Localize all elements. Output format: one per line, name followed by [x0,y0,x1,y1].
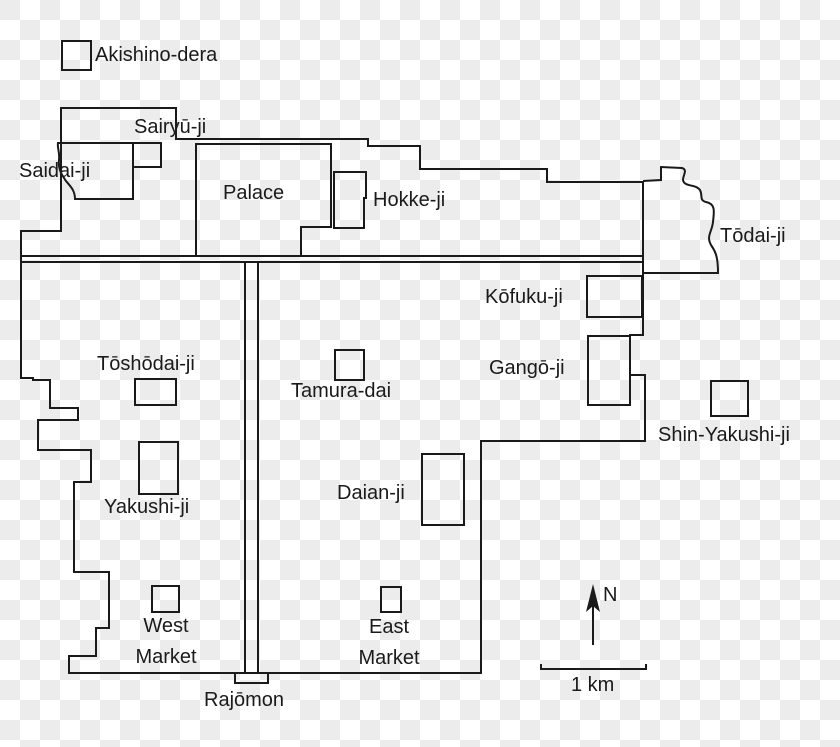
west-market-label-line1: West [143,615,189,637]
gango-ji-site [587,335,631,406]
east-market-site [380,586,402,613]
daian-ji-site [421,453,465,526]
kofuku-ji-site [586,275,643,318]
gango-ji-label: Gangō-ji [489,357,565,379]
east-market-label-line2: Market [358,647,420,669]
shin-yakushi-ji-label: Shin-Yakushi-ji [658,424,790,446]
tamura-dai-label: Tamura-dai [291,380,392,402]
hokke-ji-site [333,171,367,229]
tamura-dai-site [334,349,365,381]
shin-yakushi-ji-site [710,380,749,417]
north-arrow-icon [586,584,600,645]
kofuku-ji-label: Kōfuku-ji [485,286,563,308]
palace-outline [195,143,332,256]
todai-ji-label: Tōdai-ji [720,225,786,247]
sairyu-ji-site [132,142,162,168]
akishino-dera-site [61,40,92,71]
compass-label: N [603,584,618,606]
rajomon-gate [234,672,269,684]
akishino-dera-label: Akishino-dera [95,44,218,66]
hokke-ji-label: Hokke-ji [373,189,446,211]
city-boundary [20,107,646,674]
scale-bar [540,664,647,670]
yakushi-ji-label: Yakushi-ji [104,496,190,518]
todai-ji-outline [642,165,720,274]
rajomon-label: Rajōmon [204,689,285,711]
sairyu-ji-label: Sairyū-ji [134,116,207,138]
toshodai-ji-label: Tōshōdai-ji [97,353,195,375]
toshodai-ji-site [134,378,177,406]
west-market-label-line2: Market [135,646,197,668]
saidai-ji-label: Saidai-ji [19,160,91,182]
scale-bar-label: 1 km [571,674,615,696]
daian-ji-label: Daian-ji [337,482,405,504]
yakushi-ji-site [138,441,179,495]
saidai-ji-outline [56,142,134,200]
east-market-label-line1: East [368,616,410,638]
palace-label: Palace [223,182,285,204]
west-market-site [151,585,180,613]
